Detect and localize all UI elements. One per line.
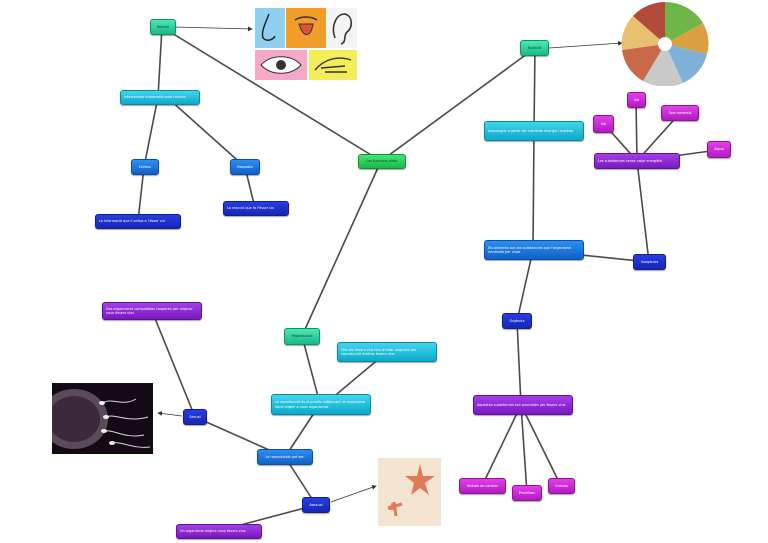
sol-node[interactable]: Sol	[593, 115, 614, 133]
estimul-node[interactable]: Estímul	[131, 159, 159, 175]
sals-minerals-node[interactable]: Sals minerals	[661, 105, 699, 121]
nutricio-desc-node[interactable]: Aconseguir a partir del nutrients energi…	[484, 121, 584, 141]
reproduccio-pot-node[interactable]: La reproducció pot ser:	[257, 449, 313, 465]
organics-desc-node[interactable]: Aquestes substàncies son produïdes per é…	[473, 395, 573, 415]
link-desc-resposta	[169, 99, 246, 168]
arrow-sexual-image	[157, 411, 183, 417]
link-repro-desc	[301, 335, 321, 405]
link-center-reproduccio	[301, 160, 382, 337]
food-wheel-icon	[621, 2, 709, 86]
inorganics-node[interactable]: Inorgànics	[633, 254, 666, 270]
link-nutricio-desc	[533, 47, 536, 132]
link-center-relacio	[161, 26, 382, 162]
link-sexual-desc	[151, 310, 196, 418]
link-estimul-desc	[137, 166, 145, 222]
greixos-node[interactable]: Greixos	[548, 478, 575, 494]
link-desc-estimul	[143, 96, 159, 168]
reproduccio-tipus-node[interactable]: Tots els éssers vius han d'estar origina…	[337, 342, 437, 362]
center-node[interactable]: Les funcions vitals	[358, 154, 406, 169]
aliments-desc-node[interactable]: Els aliments son les substàncies que l'o…	[484, 240, 584, 260]
sexual-desc-node[interactable]: Dos organismes compatibles cooperen per …	[102, 302, 202, 320]
link-organics-desc	[516, 320, 522, 406]
reproduccio-node[interactable]: Reproducció	[284, 328, 320, 345]
resposta-node[interactable]: Resposta	[230, 159, 260, 175]
sexual-node[interactable]: Sexual	[183, 409, 207, 425]
reproduccio-desc-node[interactable]: La reproducció és el procés mitjançant u…	[271, 394, 371, 415]
aigua-node[interactable]: Aigua	[707, 141, 731, 158]
five-senses-icon	[255, 8, 357, 80]
asexual-node[interactable]: Asexual	[302, 497, 330, 513]
starfish-icon	[378, 458, 441, 526]
relacio-node[interactable]: Relació	[150, 19, 176, 35]
sperm-egg-icon	[52, 383, 153, 454]
link-relacio-desc	[157, 26, 163, 98]
substancies-desc-node[interactable]: Les substàncies sense valor energètic	[594, 153, 680, 169]
relacio-desc-node[interactable]: Intercanviar informació amb l'entorn	[120, 90, 200, 105]
arrow-asexual-image	[330, 485, 377, 503]
link-center-nutricio	[380, 47, 536, 162]
link-inorganics-subst	[636, 160, 650, 263]
link-nutricio-aliments	[532, 130, 535, 251]
nutricio-node[interactable]: Nutrició	[520, 40, 549, 56]
oxi-node[interactable]: Oxi	[627, 92, 646, 108]
link-org-proteines	[520, 404, 528, 494]
link-org-hidrats	[481, 404, 522, 487]
resposta-desc-node[interactable]: La reacció que fa l'ésser viu	[223, 201, 289, 216]
hidrats-node[interactable]: Hidrats de carboni	[459, 478, 506, 494]
estimul-desc-node[interactable]: La informació que li arriba a l'ésser vi…	[95, 214, 181, 229]
asexual-desc-node[interactable]: Un organisme origina nous éssers vius	[176, 524, 262, 539]
arrow-nutricio-food	[548, 40, 623, 49]
link-aliments-organics	[516, 249, 534, 322]
arrow-relacio-senses	[174, 26, 253, 32]
link-subst-oxi	[635, 99, 638, 162]
link-org-greixos	[520, 404, 562, 487]
proteines-node[interactable]: Proteïnes	[512, 485, 542, 501]
organics-node[interactable]: Orgànics	[502, 313, 532, 329]
